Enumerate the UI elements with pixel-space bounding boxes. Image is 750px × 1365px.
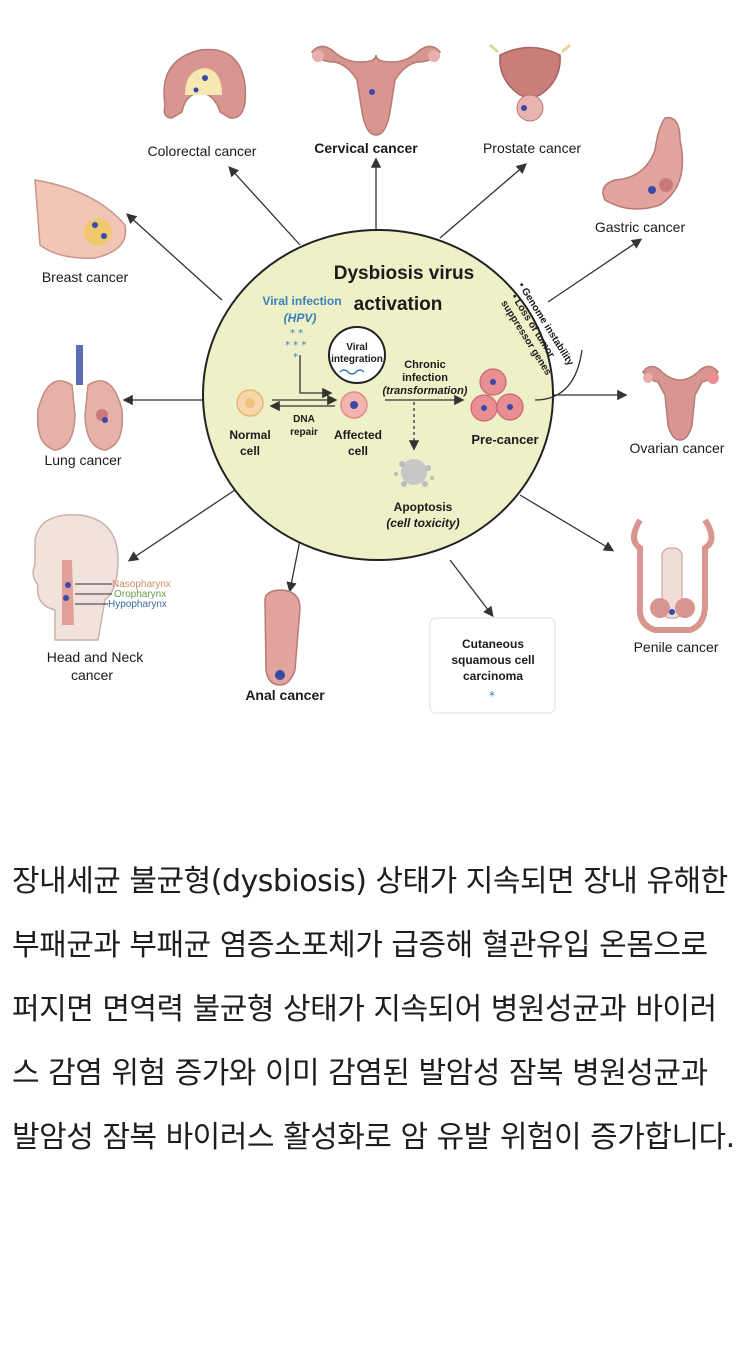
connector-arrows — [122, 157, 643, 618]
gastric-cancer-label: Gastric cancer — [595, 219, 686, 235]
colorectal-cancer-label: Colorectal cancer — [148, 143, 257, 159]
head-neck-organ-icon — [32, 513, 119, 641]
viral-integration-icon — [328, 326, 386, 384]
virus-particles-icon: * * * * * * — [285, 328, 306, 363]
dna-repair-2: repair — [290, 427, 318, 438]
diagram-title-2: activation — [354, 294, 443, 315]
apoptosis-label: Apoptosis — [394, 500, 453, 514]
cutaneous-label-2: squamous cell — [451, 653, 534, 667]
chronic-3: (transformation) — [383, 385, 468, 397]
affected-cell-label-2: cell — [348, 444, 368, 458]
nasopharynx-label: Nasopharynx — [112, 579, 171, 590]
normal-cell-label-2: cell — [240, 444, 260, 458]
cutaneous-box — [429, 617, 556, 714]
cervical-cancer-label: Cervical cancer — [314, 140, 418, 156]
precancer-label: Pre-cancer — [471, 432, 538, 447]
precancer-cells-icon — [470, 368, 524, 422]
breast-cancer-label: Breast cancer — [42, 269, 129, 285]
prostate-organ-icon — [489, 43, 571, 122]
cervical-organ-icon — [311, 45, 441, 136]
infection-arrow — [299, 355, 333, 399]
svg-text:* *: * * — [290, 328, 303, 339]
cutaneous-label-3: carcinoma — [463, 669, 523, 683]
ovarian-organ-icon — [642, 365, 719, 441]
penile-organ-icon — [631, 518, 715, 633]
viral-infection-label: Viral infection — [262, 294, 341, 308]
dysbiosis-cancer-diagram: Dysbiosis virus activation Viral infecti… — [32, 43, 725, 714]
colorectal-organ-icon — [163, 48, 247, 119]
apoptosis-sub-label: (cell toxicity) — [386, 516, 459, 530]
prostate-cancer-label: Prostate cancer — [483, 140, 581, 156]
normal-cell-label-1: Normal — [229, 428, 270, 442]
viral-integration-1: Viral — [346, 342, 368, 353]
dna-repair-1: DNA — [293, 414, 315, 425]
side-bracket — [534, 349, 583, 401]
viral-integration-2: integration — [331, 354, 383, 365]
cutaneous-label-1: Cutaneous — [462, 637, 524, 651]
apoptosis-icon — [394, 459, 434, 487]
diagram-title-1: Dysbiosis virus — [334, 263, 474, 284]
chronic-2: infection — [402, 372, 448, 384]
head-neck-label-1: Head and Neck — [47, 649, 145, 665]
gastric-organ-icon — [602, 116, 684, 210]
lung-cancer-label: Lung cancer — [44, 452, 121, 468]
oropharynx-label: Oropharynx — [114, 589, 166, 600]
breast-organ-icon — [34, 179, 127, 259]
penile-cancer-label: Penile cancer — [634, 639, 719, 655]
svg-text:*: * — [293, 352, 298, 363]
ovarian-cancer-label: Ovarian cancer — [630, 440, 725, 456]
affected-cell-label-1: Affected — [334, 428, 382, 442]
anal-cancer-label: Anal cancer — [245, 687, 325, 703]
anal-organ-icon — [264, 589, 301, 686]
central-circle — [202, 229, 554, 561]
head-neck-label-2: cancer — [71, 667, 113, 683]
cutaneous-star-icon: * — [489, 689, 495, 703]
hypopharynx-label: Hypopharynx — [108, 599, 167, 610]
chronic-1: Chronic — [404, 359, 446, 371]
svg-text:* * *: * * * — [285, 340, 306, 351]
hpv-label: (HPV) — [284, 311, 317, 325]
lung-organ-icon — [36, 345, 124, 451]
description-paragraph: 장내세균 불균형(dysbiosis) 상태가 지속되면 장내 유해한 부패균과… — [12, 864, 735, 1155]
